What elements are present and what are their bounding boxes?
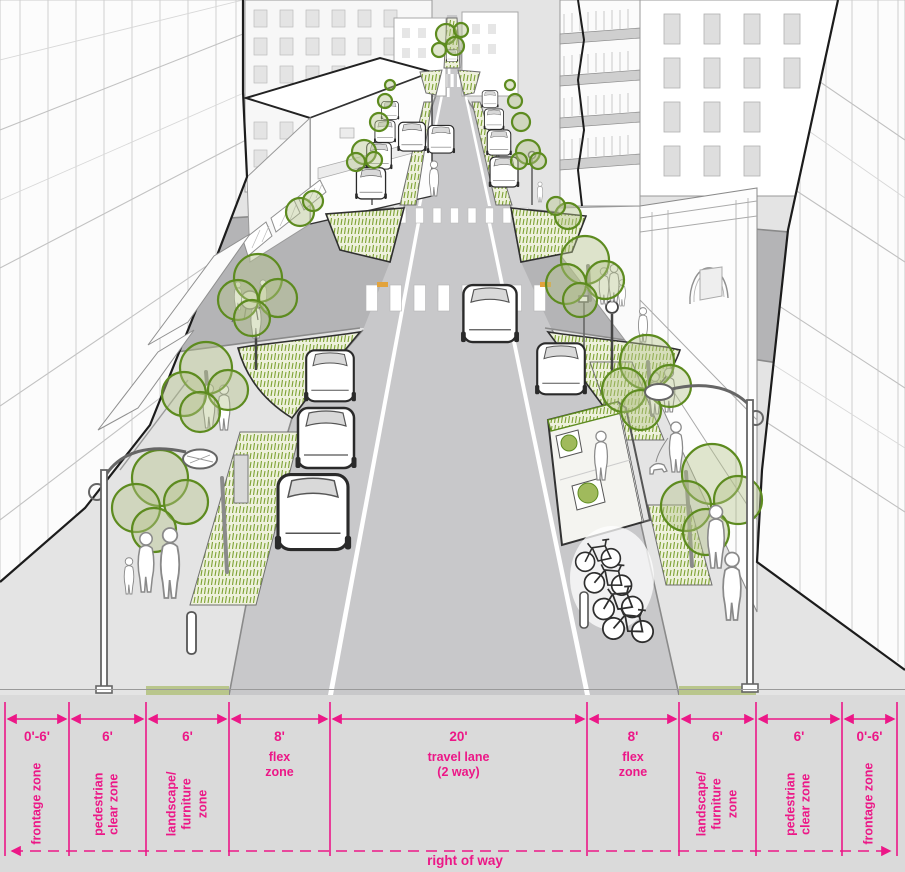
dimension-panel-background — [0, 695, 905, 872]
tree-canopies — [110, 21, 764, 557]
curb-cut-strips — [146, 686, 756, 695]
dog-walker — [649, 421, 684, 475]
left-building — [0, 0, 251, 583]
bulbout-nw — [324, 207, 406, 263]
awning-canopies — [97, 233, 251, 471]
balcony-tower — [559, 0, 641, 207]
bollard-right — [579, 591, 589, 629]
white-tower — [639, 0, 839, 197]
pedestrian-lamp-right — [605, 300, 619, 372]
right-building — [755, 0, 905, 671]
bollard-left — [186, 611, 197, 655]
utility-box — [233, 454, 249, 504]
pedestrian-crossing — [428, 160, 440, 197]
streetlamp-left — [88, 447, 218, 694]
pedestrian — [537, 181, 543, 203]
parklet — [546, 400, 652, 547]
bike-corral — [570, 526, 657, 645]
zone-boundary-lines — [4, 702, 898, 856]
